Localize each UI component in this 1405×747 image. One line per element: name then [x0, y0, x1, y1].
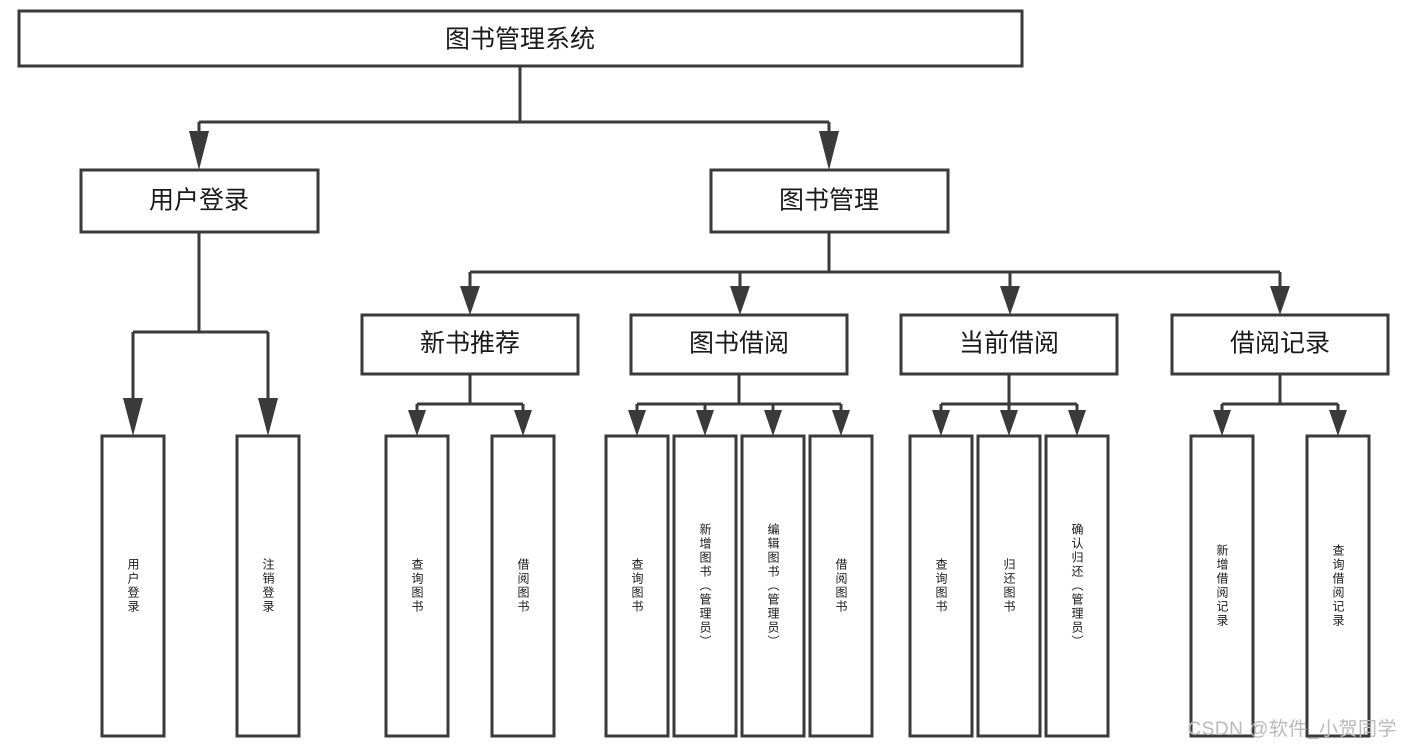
- arrow-head-leaf-logout: [258, 398, 278, 436]
- arrow-head-borrow-books: [832, 410, 850, 436]
- node-root-library-management-system[interactable]: [17, 9, 1024, 68]
- node-book-borrowing-label: 图书借阅: [689, 330, 789, 358]
- arrow-head-book-borrowing: [730, 286, 750, 315]
- leaf-add-book-admin[interactable]: [672, 434, 738, 738]
- arrow-head-current-borrowing: [1000, 286, 1020, 315]
- arrow-head-leaf-user-login: [123, 398, 143, 436]
- node-root-label: 图书管理系统: [445, 26, 595, 54]
- arrow-head-add-book-admin: [696, 410, 714, 436]
- leaf-logout[interactable]: [235, 434, 301, 738]
- leaf-edit-book-admin[interactable]: [740, 434, 806, 738]
- arrow-head-query-books-current: [932, 410, 950, 436]
- node-borrowing-records[interactable]: [1170, 313, 1390, 376]
- node-current-borrowing[interactable]: [899, 313, 1119, 376]
- node-new-book-recommendation[interactable]: [360, 313, 580, 376]
- arrow-head-edit-book-admin: [764, 410, 782, 436]
- leaf-query-books-recommend[interactable]: [384, 434, 450, 738]
- arrow-head-query-books-borrow: [628, 410, 646, 436]
- arrow-head-query-borrow-record: [1329, 410, 1347, 436]
- leaf-add-borrow-record[interactable]: [1189, 434, 1255, 738]
- leaf-query-books-borrow[interactable]: [604, 434, 670, 738]
- node-new-book-recommendation-label: 新书推荐: [420, 330, 520, 358]
- node-user-login-label: 用户登录: [149, 187, 249, 215]
- leaf-borrow-books-recommend[interactable]: [490, 434, 556, 738]
- arrow-head-return-books: [1000, 410, 1018, 436]
- csdn-watermark: CSDN @软件_小贺同学: [1187, 719, 1397, 740]
- arrow-head-confirm-return-admin: [1068, 410, 1086, 436]
- arrow-head-query-books-recommend: [408, 410, 426, 436]
- leaf-query-borrow-record[interactable]: [1305, 434, 1371, 738]
- node-book-management-label: 图书管理: [779, 187, 879, 215]
- node-book-management[interactable]: [709, 168, 950, 234]
- arrow-head-user-login: [189, 131, 209, 170]
- arrow-head-borrowing-records: [1270, 286, 1290, 315]
- node-current-borrowing-label: 当前借阅: [959, 330, 1059, 358]
- leaf-query-books-current[interactable]: [908, 434, 974, 738]
- arrow-head-new-book: [460, 286, 480, 315]
- arrow-head-borrow-books-recommend: [514, 410, 532, 436]
- leaf-return-books[interactable]: [976, 434, 1042, 738]
- node-borrowing-records-label: 借阅记录: [1230, 330, 1330, 358]
- node-book-borrowing[interactable]: [629, 313, 849, 376]
- arrow-head-book-management: [819, 131, 839, 170]
- leaf-confirm-return-admin[interactable]: [1044, 434, 1110, 738]
- leaf-user-login[interactable]: [100, 434, 166, 738]
- arrow-head-add-borrow-record: [1213, 410, 1231, 436]
- leaf-borrow-books[interactable]: [808, 434, 874, 738]
